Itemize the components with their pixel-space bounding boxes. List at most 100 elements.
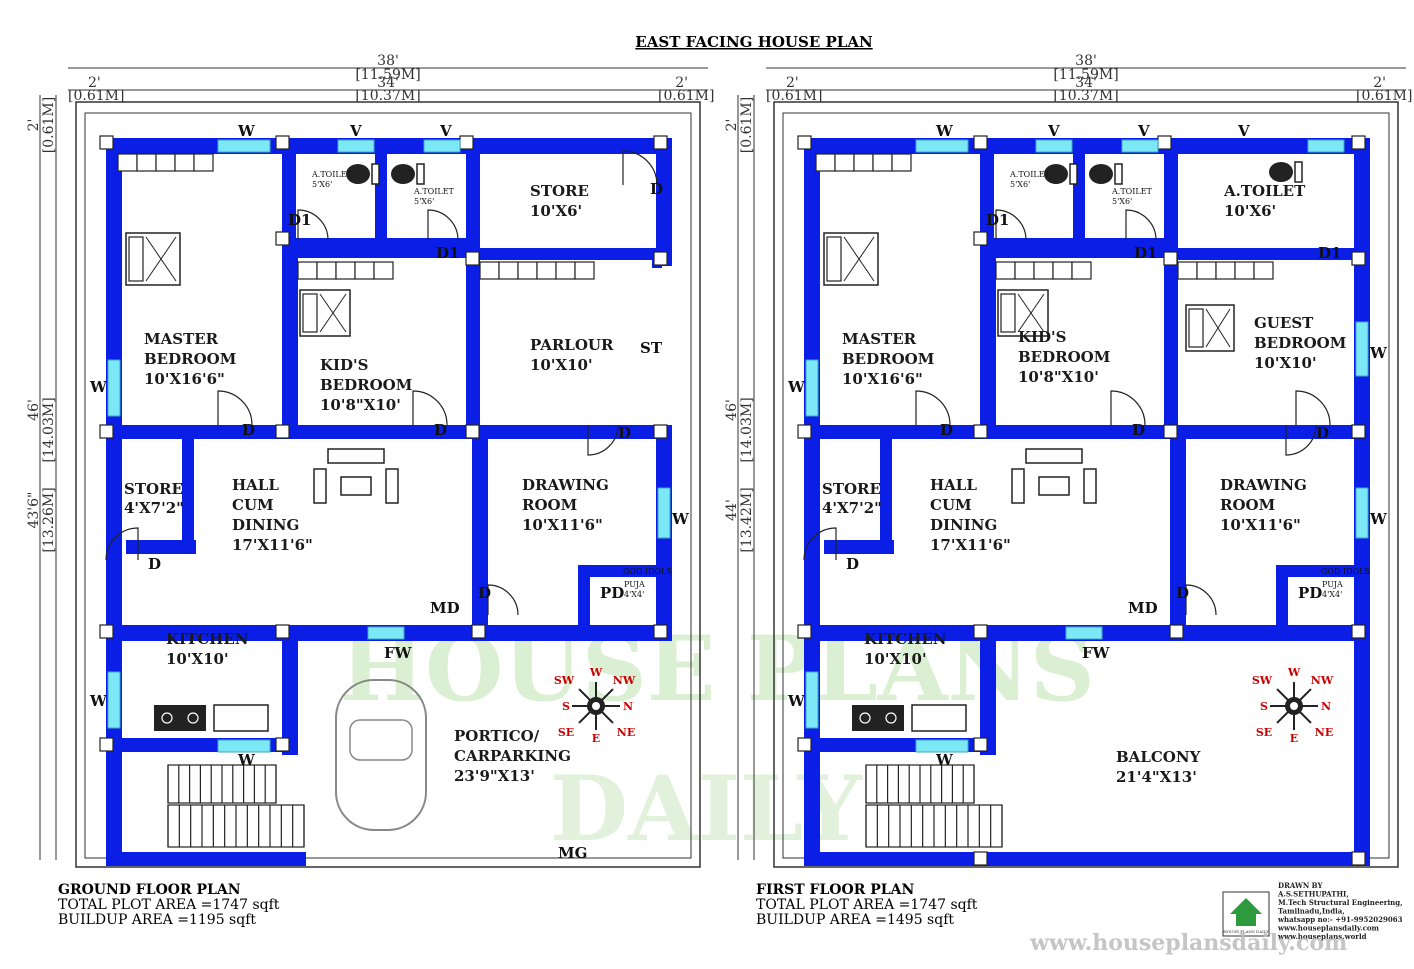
- mark-door-1: D: [242, 421, 255, 439]
- room-store-line-0: STORE: [822, 480, 881, 498]
- sofa-icon: [1011, 448, 1097, 504]
- column: [1157, 135, 1172, 150]
- credits-line-4: whatsapp no:- +91-9952029063: [1277, 915, 1403, 924]
- footer-buildup-area: BUILDUP AREA =1495 sqft: [756, 912, 954, 928]
- mark-vent-3: V: [1237, 122, 1250, 140]
- room-drawing-line-2: 10'X11'6": [1220, 516, 1301, 534]
- column: [653, 135, 668, 150]
- room-toilet-1-line-1: 5'X6': [312, 180, 332, 189]
- toilet-icon: [391, 163, 425, 185]
- dimension-lines: 38'[11.59M]2'[0.61M]34'[10.37M]2'[0.61M]…: [26, 53, 714, 860]
- dim-v-top: 2': [724, 119, 740, 132]
- mark-window-left: W: [787, 378, 806, 396]
- dim-v-total: 46': [724, 399, 740, 421]
- god-idols-label: GOD IDOLS: [1321, 567, 1370, 576]
- room-portico-line-2: 23'9"X13': [454, 767, 535, 785]
- room-puja-line-0: PUJA: [624, 580, 645, 589]
- dim-total: 38': [377, 53, 399, 69]
- room-toilet-2-line-0: A.TOILET: [413, 187, 455, 196]
- window: [367, 626, 405, 640]
- footer-plot-area: TOTAL PLOT AREA =1747 sqft: [58, 897, 280, 913]
- door-swing: [487, 584, 519, 616]
- window: [915, 739, 969, 753]
- column: [1163, 424, 1178, 439]
- column: [973, 231, 988, 246]
- room-master-bedroom-line-2: 10'X16'6": [144, 370, 225, 388]
- wall: [880, 438, 892, 548]
- room-puja-line-1: 4'X4': [1322, 590, 1342, 599]
- mark-window-right: W: [671, 510, 690, 528]
- room-drawing-line-0: DRAWING: [1220, 476, 1307, 494]
- wall: [472, 425, 488, 635]
- toilet-icon: [1044, 163, 1078, 185]
- wall: [126, 540, 196, 554]
- wall: [1004, 852, 1370, 866]
- room-store-top-line-0: STORE: [530, 182, 589, 200]
- bed-icon: [299, 289, 351, 337]
- wall: [980, 238, 996, 438]
- stove-icon: [852, 704, 967, 732]
- window: [1355, 321, 1369, 377]
- room-master-bedroom-line-0: MASTER: [842, 330, 917, 348]
- room-toilet-2-line-1: 5'X6': [1112, 197, 1132, 206]
- column: [1351, 624, 1366, 639]
- wall: [1164, 248, 1360, 260]
- footer-plot-area: TOTAL PLOT AREA =1747 sqft: [756, 897, 978, 913]
- door-swing: [622, 150, 658, 186]
- credits-line-2: M.Tech Structural Engineering,: [1278, 898, 1403, 907]
- room-balcony-line-0: BALCONY: [1116, 748, 1201, 766]
- wall: [1354, 138, 1370, 638]
- column: [471, 624, 486, 639]
- dim-right-m: [0.61M]: [1356, 88, 1412, 104]
- room-toilet-big-line-1: 10'X6': [1224, 202, 1276, 220]
- window: [217, 139, 271, 153]
- wall: [656, 138, 672, 266]
- credits-line-5: www.houseplansdaily.com: [1277, 924, 1380, 933]
- mark-door-3: D: [618, 424, 631, 442]
- column: [275, 624, 290, 639]
- room-store-line-0: STORE: [124, 480, 183, 498]
- column: [653, 624, 668, 639]
- room-parlour-line-1: 10'X10': [530, 356, 593, 374]
- compass-label: NW: [1311, 674, 1334, 687]
- wall: [578, 565, 590, 630]
- window: [1307, 139, 1345, 153]
- dim-mid-m: [10.37M]: [355, 88, 420, 104]
- column: [973, 851, 988, 866]
- door-swing: [1295, 390, 1331, 426]
- column: [973, 424, 988, 439]
- door-swing: [297, 209, 329, 241]
- room-balcony-line-1: 21'4"X13': [1116, 768, 1197, 786]
- room-hall-line-0: HALL: [232, 476, 279, 494]
- mark-d1-a: D1: [288, 211, 311, 229]
- column: [99, 737, 114, 752]
- dim-v-inner-m: [13.42M]: [739, 487, 755, 552]
- wall: [466, 248, 662, 260]
- window: [107, 671, 121, 729]
- room-hall-line-0: HALL: [930, 476, 977, 494]
- mark-vent-2: V: [439, 122, 452, 140]
- compass-label: NE: [617, 726, 635, 739]
- window: [805, 359, 819, 417]
- wardrobe: [479, 261, 595, 280]
- column: [797, 424, 812, 439]
- wardrobe: [815, 153, 912, 172]
- footer-buildup-area: BUILDUP AREA =1195 sqft: [58, 912, 256, 928]
- dim-v-total-m: [14.03M]: [739, 397, 755, 462]
- bed-icon: [997, 289, 1049, 337]
- compass-label: SW: [1252, 674, 1273, 687]
- wall: [106, 852, 306, 866]
- toilet-icon: [1269, 161, 1303, 183]
- plot-boundary: [773, 101, 1399, 868]
- logo-text: HOUSE PLANS DAILY: [1223, 929, 1269, 934]
- room-kids-bedroom-line-0: KID'S: [1018, 328, 1067, 346]
- room-kids-bedroom-line-2: 10'8"X10': [320, 396, 401, 414]
- plot-inner-boundary: [84, 112, 692, 859]
- dim-right: 2': [675, 75, 688, 91]
- room-drawing-line-2: 10'X11'6": [522, 516, 603, 534]
- mark-d1-b: D1: [1134, 244, 1157, 262]
- mark-door-1: D: [940, 421, 953, 439]
- room-hall-line-1: CUM: [930, 496, 972, 514]
